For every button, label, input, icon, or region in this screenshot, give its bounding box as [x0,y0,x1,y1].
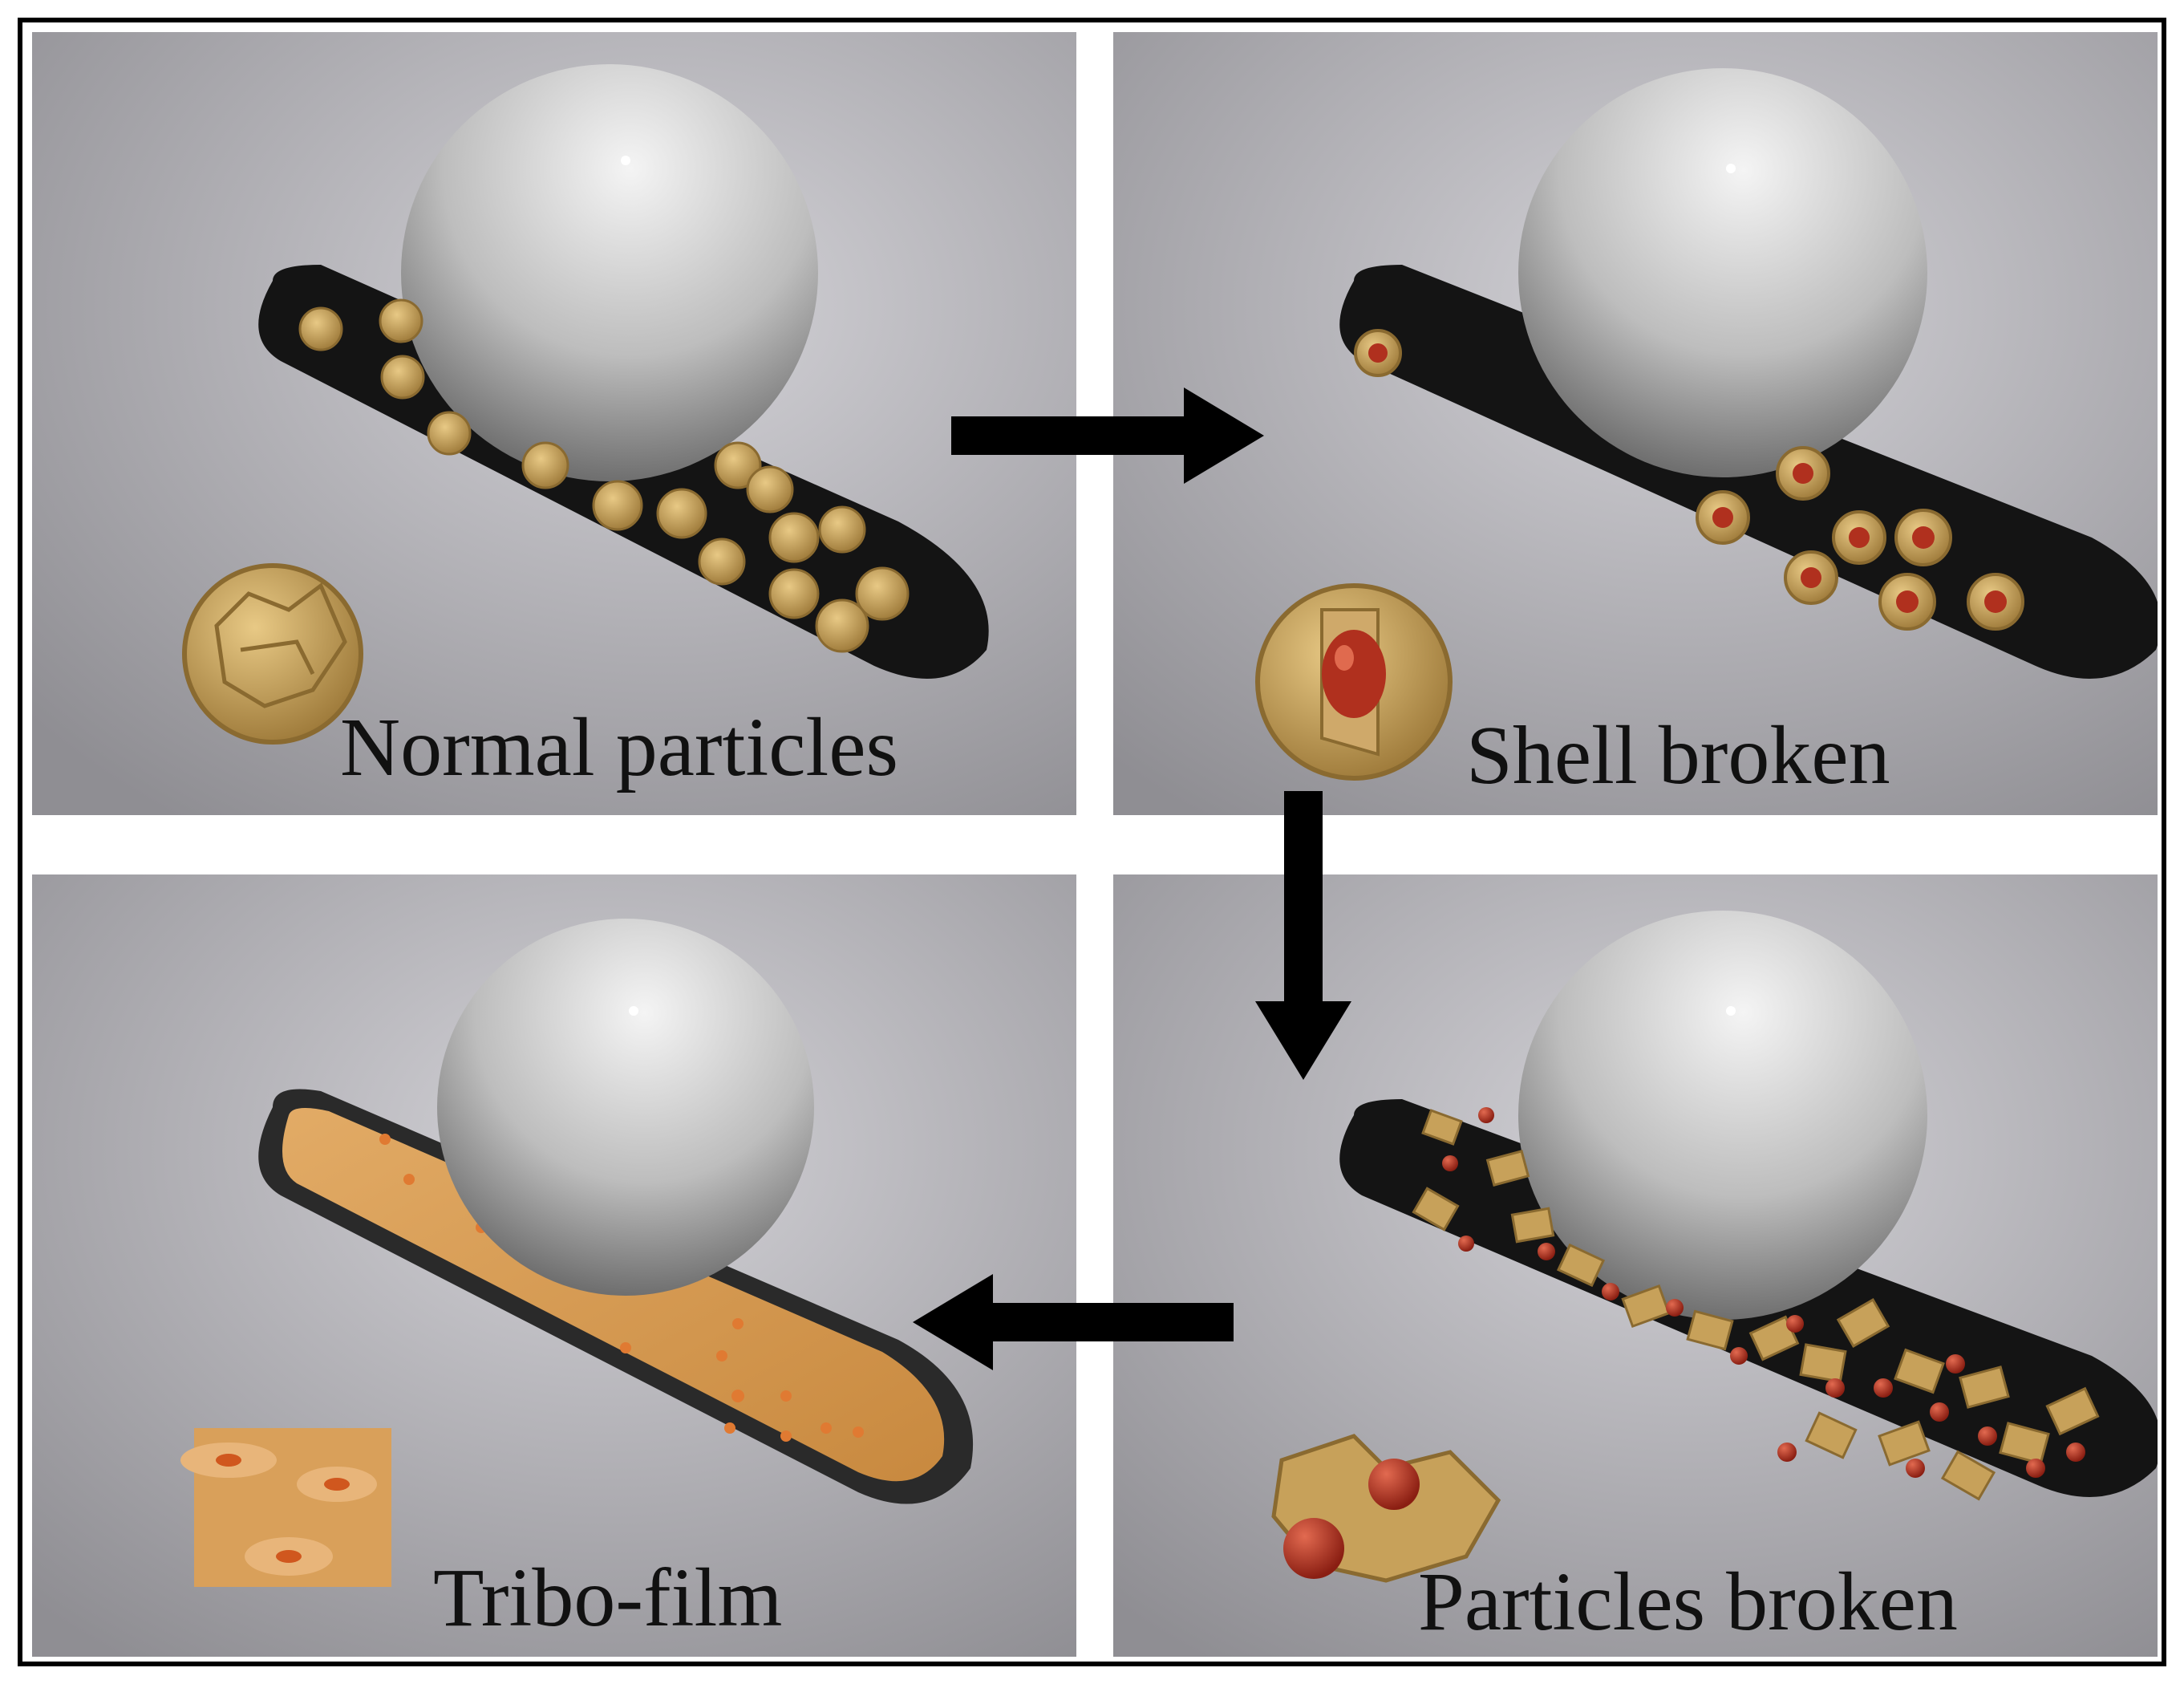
ball-sphere [401,64,818,481]
panel-label-normal: Normal particles [340,701,898,793]
panel-label-particles: Particles broken [1418,1556,1958,1648]
panel-tribo-film: Tribo-film [32,874,1076,1657]
panel-label-shell: Shell broken [1466,709,1890,801]
broken-shell-particles [1354,329,2024,631]
film-spots [379,1134,864,1442]
panel-particles-broken: Particles broken [1113,874,2158,1657]
figure-frame: Normal particles [18,18,2166,1666]
normal-particles-illustration [32,32,1076,815]
core-droplets [1442,1107,2085,1478]
panel-shell-broken: Shell broken [1113,32,2158,815]
particles-broken-illustration [1113,874,2158,1657]
shell-broken-illustration [1113,32,2158,815]
ball-sphere [1518,911,1927,1320]
arrow-right-icon [951,388,1264,484]
particles-broken-closeup [1271,1434,1501,1583]
tribo-film-illustration [32,874,1076,1657]
panel-label-tribo: Tribo-film [433,1552,783,1644]
normal-particles [298,298,910,653]
arrow-left-icon [913,1274,1234,1370]
arrow-down-icon [1255,791,1351,1080]
ball-sphere [1518,68,1927,477]
particle-closeup [182,563,363,745]
shell-fragments [1412,1109,2100,1501]
panel-normal-particles: Normal particles [32,32,1076,815]
ball-sphere [437,919,814,1296]
tribo-film-closeup [180,1428,391,1587]
shell-broken-closeup [1255,583,1453,781]
